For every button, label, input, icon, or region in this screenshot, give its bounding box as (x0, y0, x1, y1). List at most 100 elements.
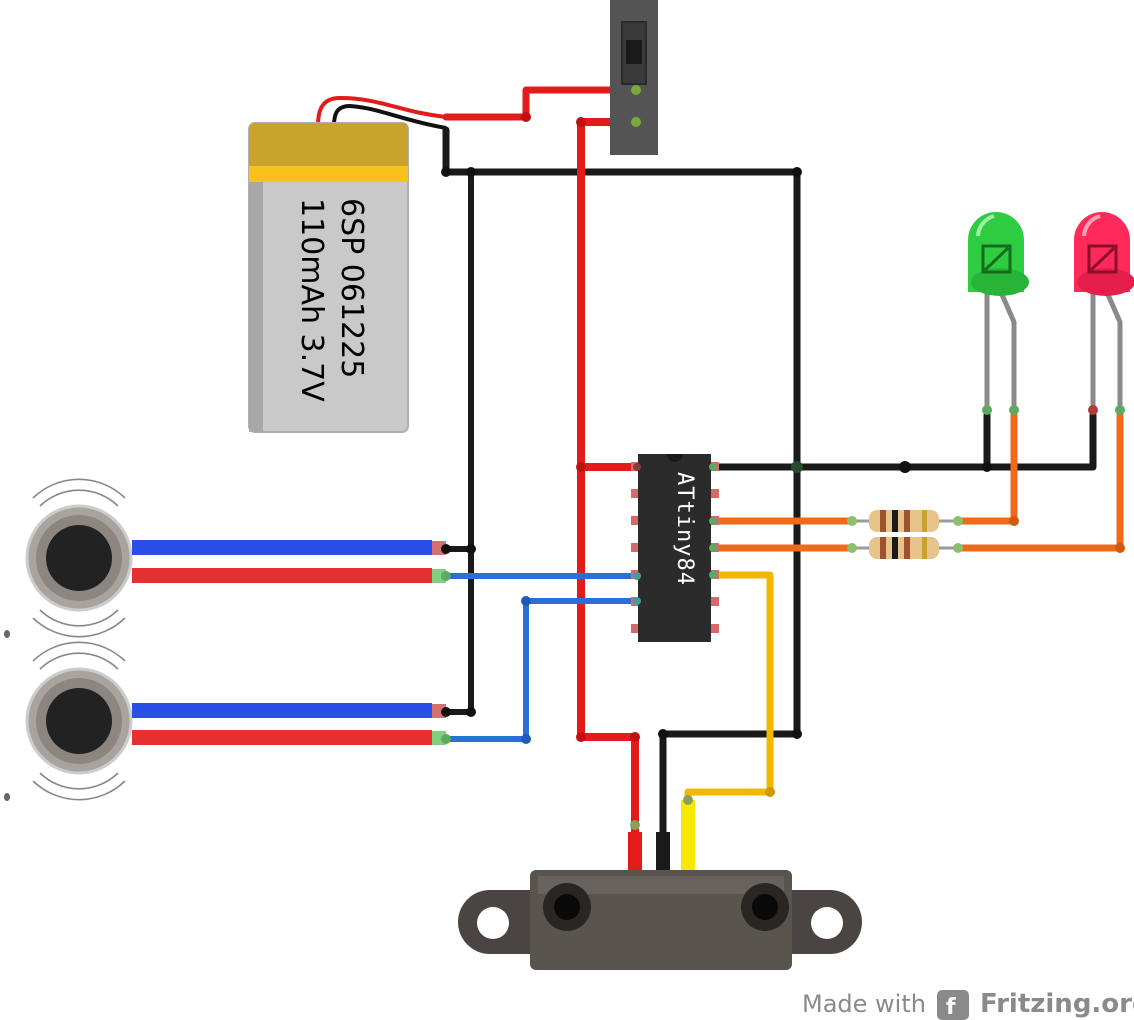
chip-label: ATtiny84 (672, 472, 697, 586)
edge-mark (4, 630, 10, 638)
vibration-arc (32, 641, 126, 662)
junction-dot (576, 462, 586, 472)
junction-dot (1009, 516, 1019, 526)
switch-pin (631, 85, 641, 95)
led-red (1074, 212, 1134, 415)
motor-lead-blue (132, 703, 432, 718)
junction-dot (466, 167, 476, 177)
resistor-terminal (847, 543, 857, 553)
junction-dot (792, 729, 802, 739)
sensor-lens-emitter-inner (554, 894, 580, 920)
led-terminal (1009, 405, 1019, 415)
resistor-band (904, 537, 910, 559)
wires (442, 86, 1124, 874)
motor-terminal-dot (441, 571, 451, 581)
sensor-lead-yellow (681, 800, 695, 872)
resistor-band (880, 537, 886, 559)
led-die (1087, 244, 1118, 274)
resistor-1 (847, 510, 963, 532)
sensor-terminal (683, 795, 693, 805)
switch-knob (626, 40, 642, 64)
battery-body-shade (249, 180, 263, 432)
junction-dot (982, 462, 992, 472)
junction-dot (521, 596, 531, 606)
led-terminal (1115, 405, 1125, 415)
vibration-arc (39, 652, 119, 670)
switch-pin (631, 117, 641, 127)
vibration-arc (39, 489, 119, 507)
made-with-text: Made with (802, 990, 926, 1018)
led-rim (971, 268, 1029, 296)
vibration-arc (32, 617, 126, 638)
wire-black-battery-ground (442, 126, 801, 484)
motor-lead-red (132, 730, 432, 745)
chip-pin (631, 543, 640, 552)
edge-mark (4, 793, 10, 801)
chip-pin-connection (709, 517, 717, 525)
resistor-terminal (953, 516, 963, 526)
resistor-band (904, 510, 910, 532)
sensor-mount-hole (477, 907, 509, 939)
junction-dot (765, 787, 775, 797)
vibration-motor-2 (25, 641, 451, 801)
wire-black-ground-vertical (443, 169, 474, 715)
chip-pin-connection (633, 463, 641, 471)
chip-pin (710, 624, 719, 633)
junction-dot (792, 167, 802, 177)
resistor-2 (847, 537, 963, 559)
chip-pin-connection (633, 597, 641, 605)
battery-cap (249, 123, 408, 171)
fritzing-logo-icon (937, 990, 969, 1020)
wire-red-switch-chip (577, 118, 641, 471)
chip-pin-connection (709, 571, 717, 579)
vibration-motor-1 (25, 478, 451, 638)
led-highlight (1082, 214, 1101, 237)
wire-black-led-ground (709, 411, 1097, 471)
led-highlight (976, 214, 995, 237)
wire-junctions (441, 112, 1125, 797)
led-rim (1077, 268, 1134, 296)
chip-pin (631, 624, 640, 633)
junction-dot (576, 117, 586, 127)
junction-dot (791, 461, 803, 473)
wire-black-gnd-sensor (659, 476, 801, 874)
wire-red-battery-switch (442, 86, 640, 121)
led-die (981, 244, 1012, 274)
junction-dot (630, 732, 640, 742)
motor-center (46, 525, 112, 591)
junction-dot (521, 112, 531, 122)
junction-dot (1115, 543, 1125, 553)
vibration-arc (39, 772, 119, 790)
junction-dot (466, 707, 476, 717)
resistor-terminal (847, 516, 857, 526)
wire-red-vcc-sensor (577, 463, 639, 874)
sensor-body-top (538, 876, 784, 894)
led-green (968, 212, 1029, 415)
sensor-lens-receiver-inner (752, 894, 778, 920)
battery-lead-black (332, 103, 447, 130)
resistor-band (892, 510, 898, 532)
sensor-lead-red (628, 832, 642, 872)
resistor-band (922, 510, 927, 532)
motor-lead-blue (132, 540, 432, 555)
led-terminal (1088, 405, 1098, 415)
junction-dot (521, 734, 531, 744)
sensor-lead-black (656, 832, 670, 872)
junction-dot (658, 729, 668, 739)
chip-pin (710, 597, 719, 606)
fritzing-brand-text: Fritzing.org (980, 989, 1134, 1019)
battery-label-line2: 110mAh 3.7V (294, 198, 329, 402)
motor-terminal-dot (441, 544, 451, 554)
sensor-body (530, 870, 792, 970)
attiny84-chip: ATtiny84 (631, 454, 719, 642)
junction-dot (899, 461, 911, 473)
chip-body (638, 454, 711, 642)
chip-pin (631, 516, 640, 525)
motor-terminal-dot (441, 707, 451, 717)
motor-terminal-dot (441, 734, 451, 744)
motor-lead-red (132, 568, 432, 583)
chip-pin-connection (633, 572, 641, 580)
junction-dot (576, 732, 586, 742)
led-terminal (982, 405, 992, 415)
